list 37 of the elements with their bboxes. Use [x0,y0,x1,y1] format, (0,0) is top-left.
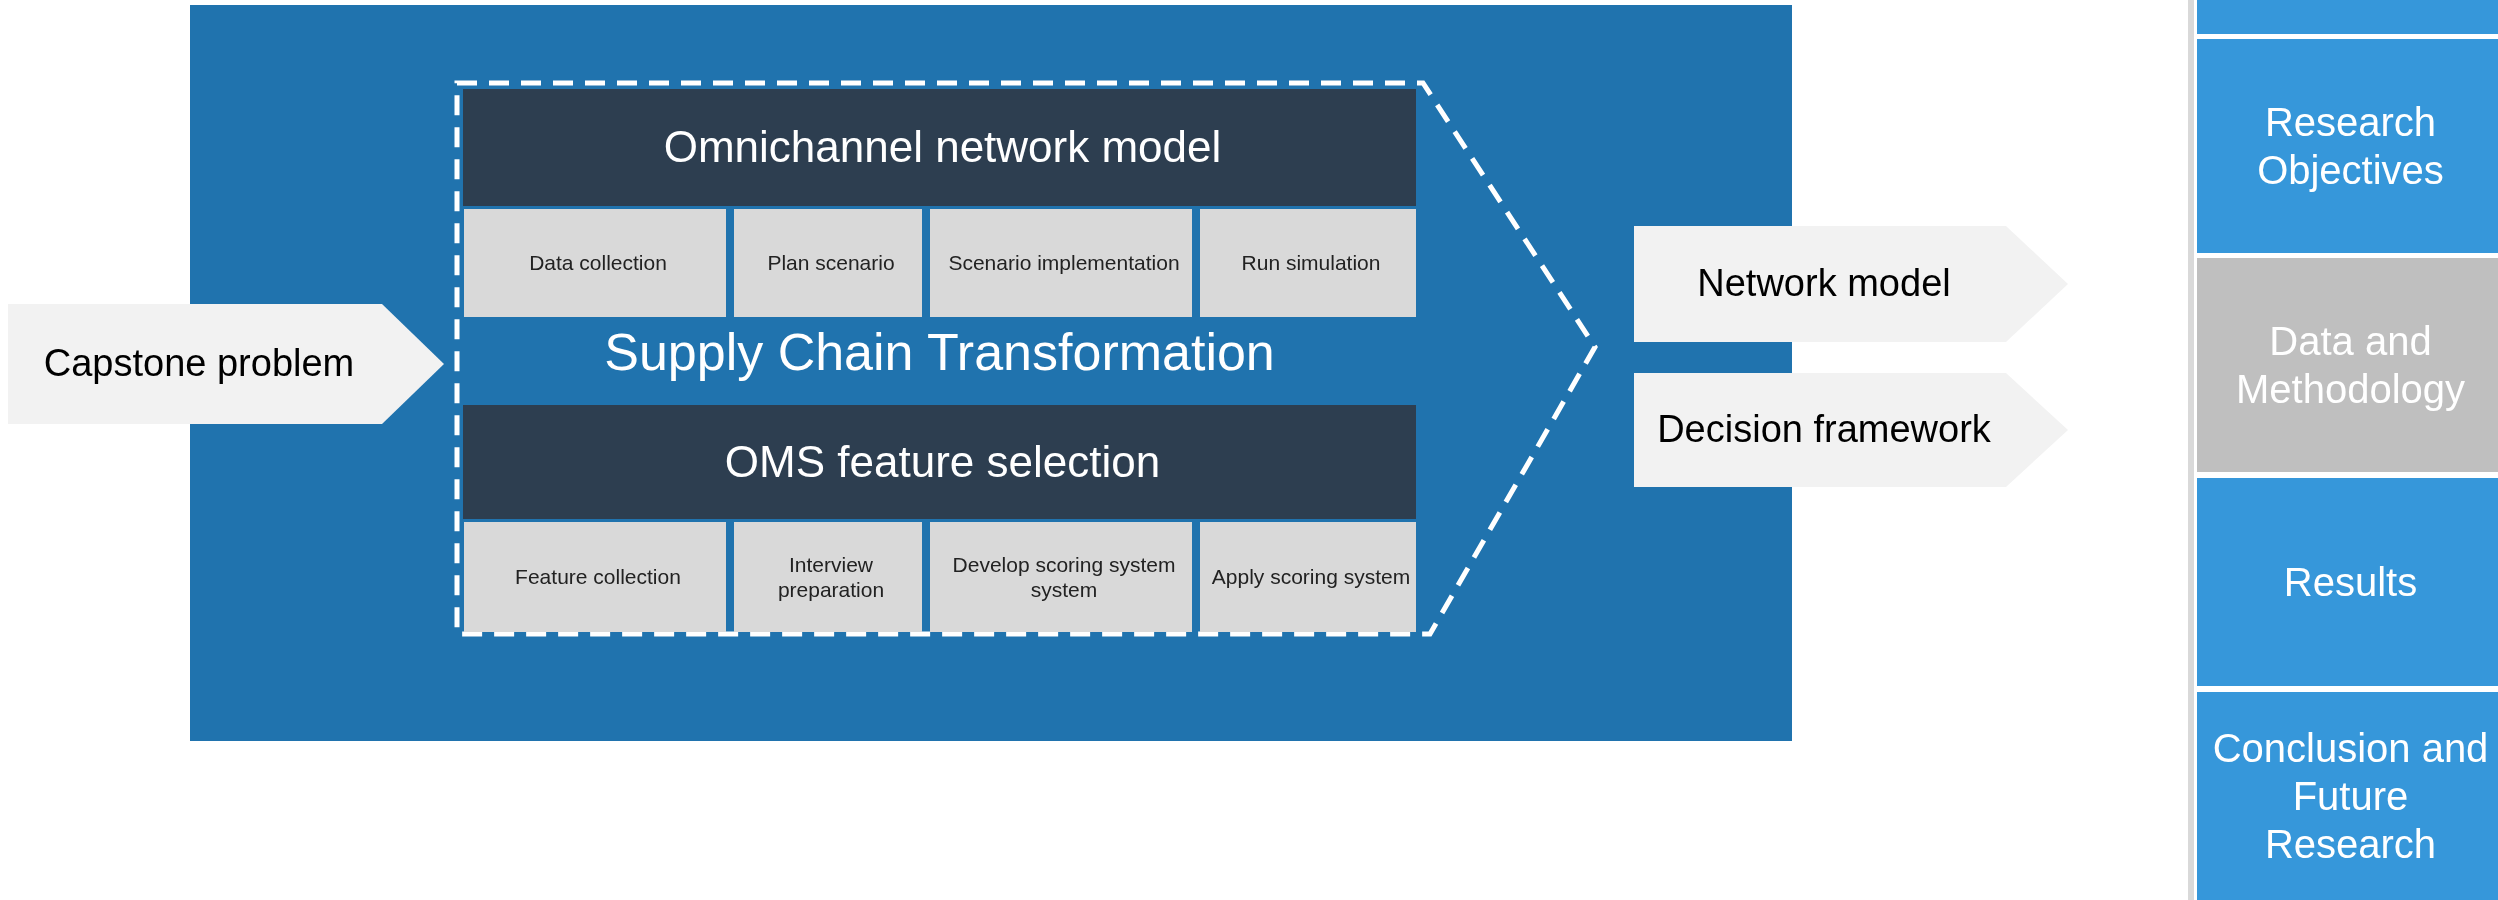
sidebar-section-box [2197,692,2498,900]
section-header-bar [463,89,1416,206]
section-label: Conclusion and Future Research [2211,725,2490,868]
step-label: Apply scoring system [1211,564,1411,590]
step-box [1200,522,1416,632]
step-label: Run simulation [1241,250,1381,276]
sidebar-section-box [2197,478,2498,686]
step-box [464,522,726,632]
chevron-arrow-box [1634,226,2068,342]
step-label: Feature collection [515,564,681,590]
step-label: Develop scoring system system [951,551,1177,603]
step-label: Plan scenario [767,250,895,276]
section-label: Data and Methodology [2234,318,2466,413]
sidebar-section-box [2197,258,2498,472]
step-label: Data collection [529,250,667,276]
section-heading: OMS feature selection [724,435,1161,488]
section-label: Research Objectives [2256,99,2445,194]
sidebar-section-box [2197,0,2498,34]
section-header-bar [463,405,1416,519]
step-label: Interview preparation [776,551,886,603]
chevron-arrow-box [8,304,444,424]
step-box [464,209,726,317]
step-box [734,209,922,317]
step-box [1200,209,1416,317]
arrow-label: Network model [1697,261,1951,307]
section-label: Results [2283,559,2418,606]
dashed-chevron-outline [454,80,1598,637]
arrow-label: Decision framework [1657,407,1991,453]
sidebar-section-box [2197,39,2498,253]
step-box [930,522,1192,632]
step-box [930,209,1192,317]
step-label: Scenario implementation [948,250,1180,276]
step-box [734,522,922,632]
chevron-arrow-box [1634,373,2068,487]
process-label: Supply Chain Transformation [603,322,1276,383]
section-heading: Omnichannel network model [663,121,1222,174]
arrow-label: Capstone problem [43,341,355,387]
